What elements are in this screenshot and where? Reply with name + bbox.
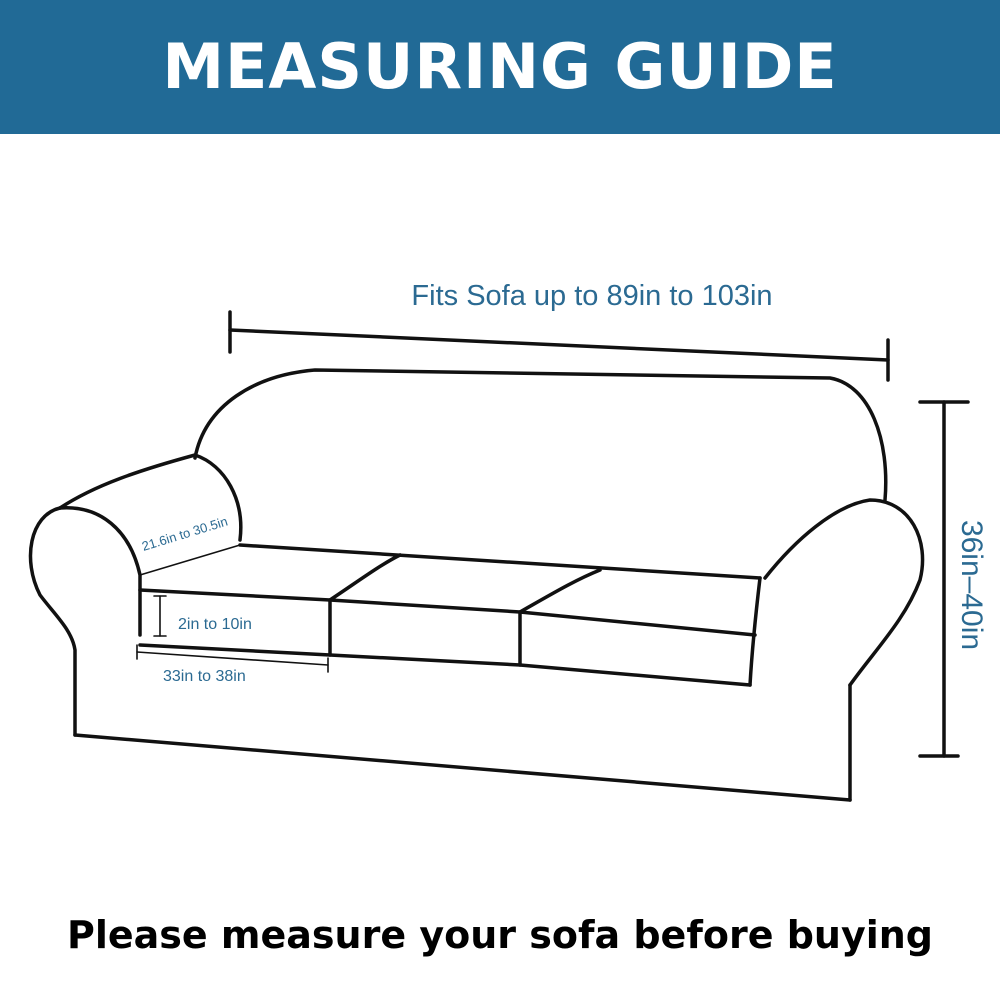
left-armrest-front [28, 506, 77, 737]
cushion-depth-dimension-line [136, 651, 329, 666]
seat-back-line [238, 543, 762, 580]
sofa-outline [28, 368, 925, 802]
dimension-labels: Fits Sofa up to 89in to 103in 36in–40in … [140, 280, 988, 685]
left-armrest-inner [58, 506, 142, 637]
height-label: 36in–40in [955, 520, 988, 650]
right-armrest-top [763, 498, 925, 687]
cushion-divider-2 [518, 568, 602, 614]
width-label: Fits Sofa up to 89in to 103in [411, 280, 772, 312]
cushion-divider-1 [328, 553, 402, 602]
dimension-lines [228, 310, 970, 758]
cushion-depth-label: 33in to 38in [163, 668, 246, 685]
width-dimension-line [228, 328, 890, 362]
cushion-top-front [138, 588, 757, 637]
sofa-base [73, 733, 852, 802]
footer-note: Please measure your sofa before buying [66, 913, 934, 957]
cushion-front-bottom [138, 643, 752, 687]
page-title: MEASURING GUIDE [162, 30, 838, 103]
header-banner [0, 0, 1000, 134]
small-dimension-lines [136, 544, 329, 673]
sofa-backrest [193, 368, 888, 502]
cushion-height-label: 2in to 10in [178, 616, 252, 633]
armrest-dimension-line [139, 544, 241, 576]
left-armrest-top [58, 453, 243, 542]
right-armrest-inner [748, 576, 762, 687]
armrest-label: 21.6in to 30.5in [140, 514, 229, 554]
